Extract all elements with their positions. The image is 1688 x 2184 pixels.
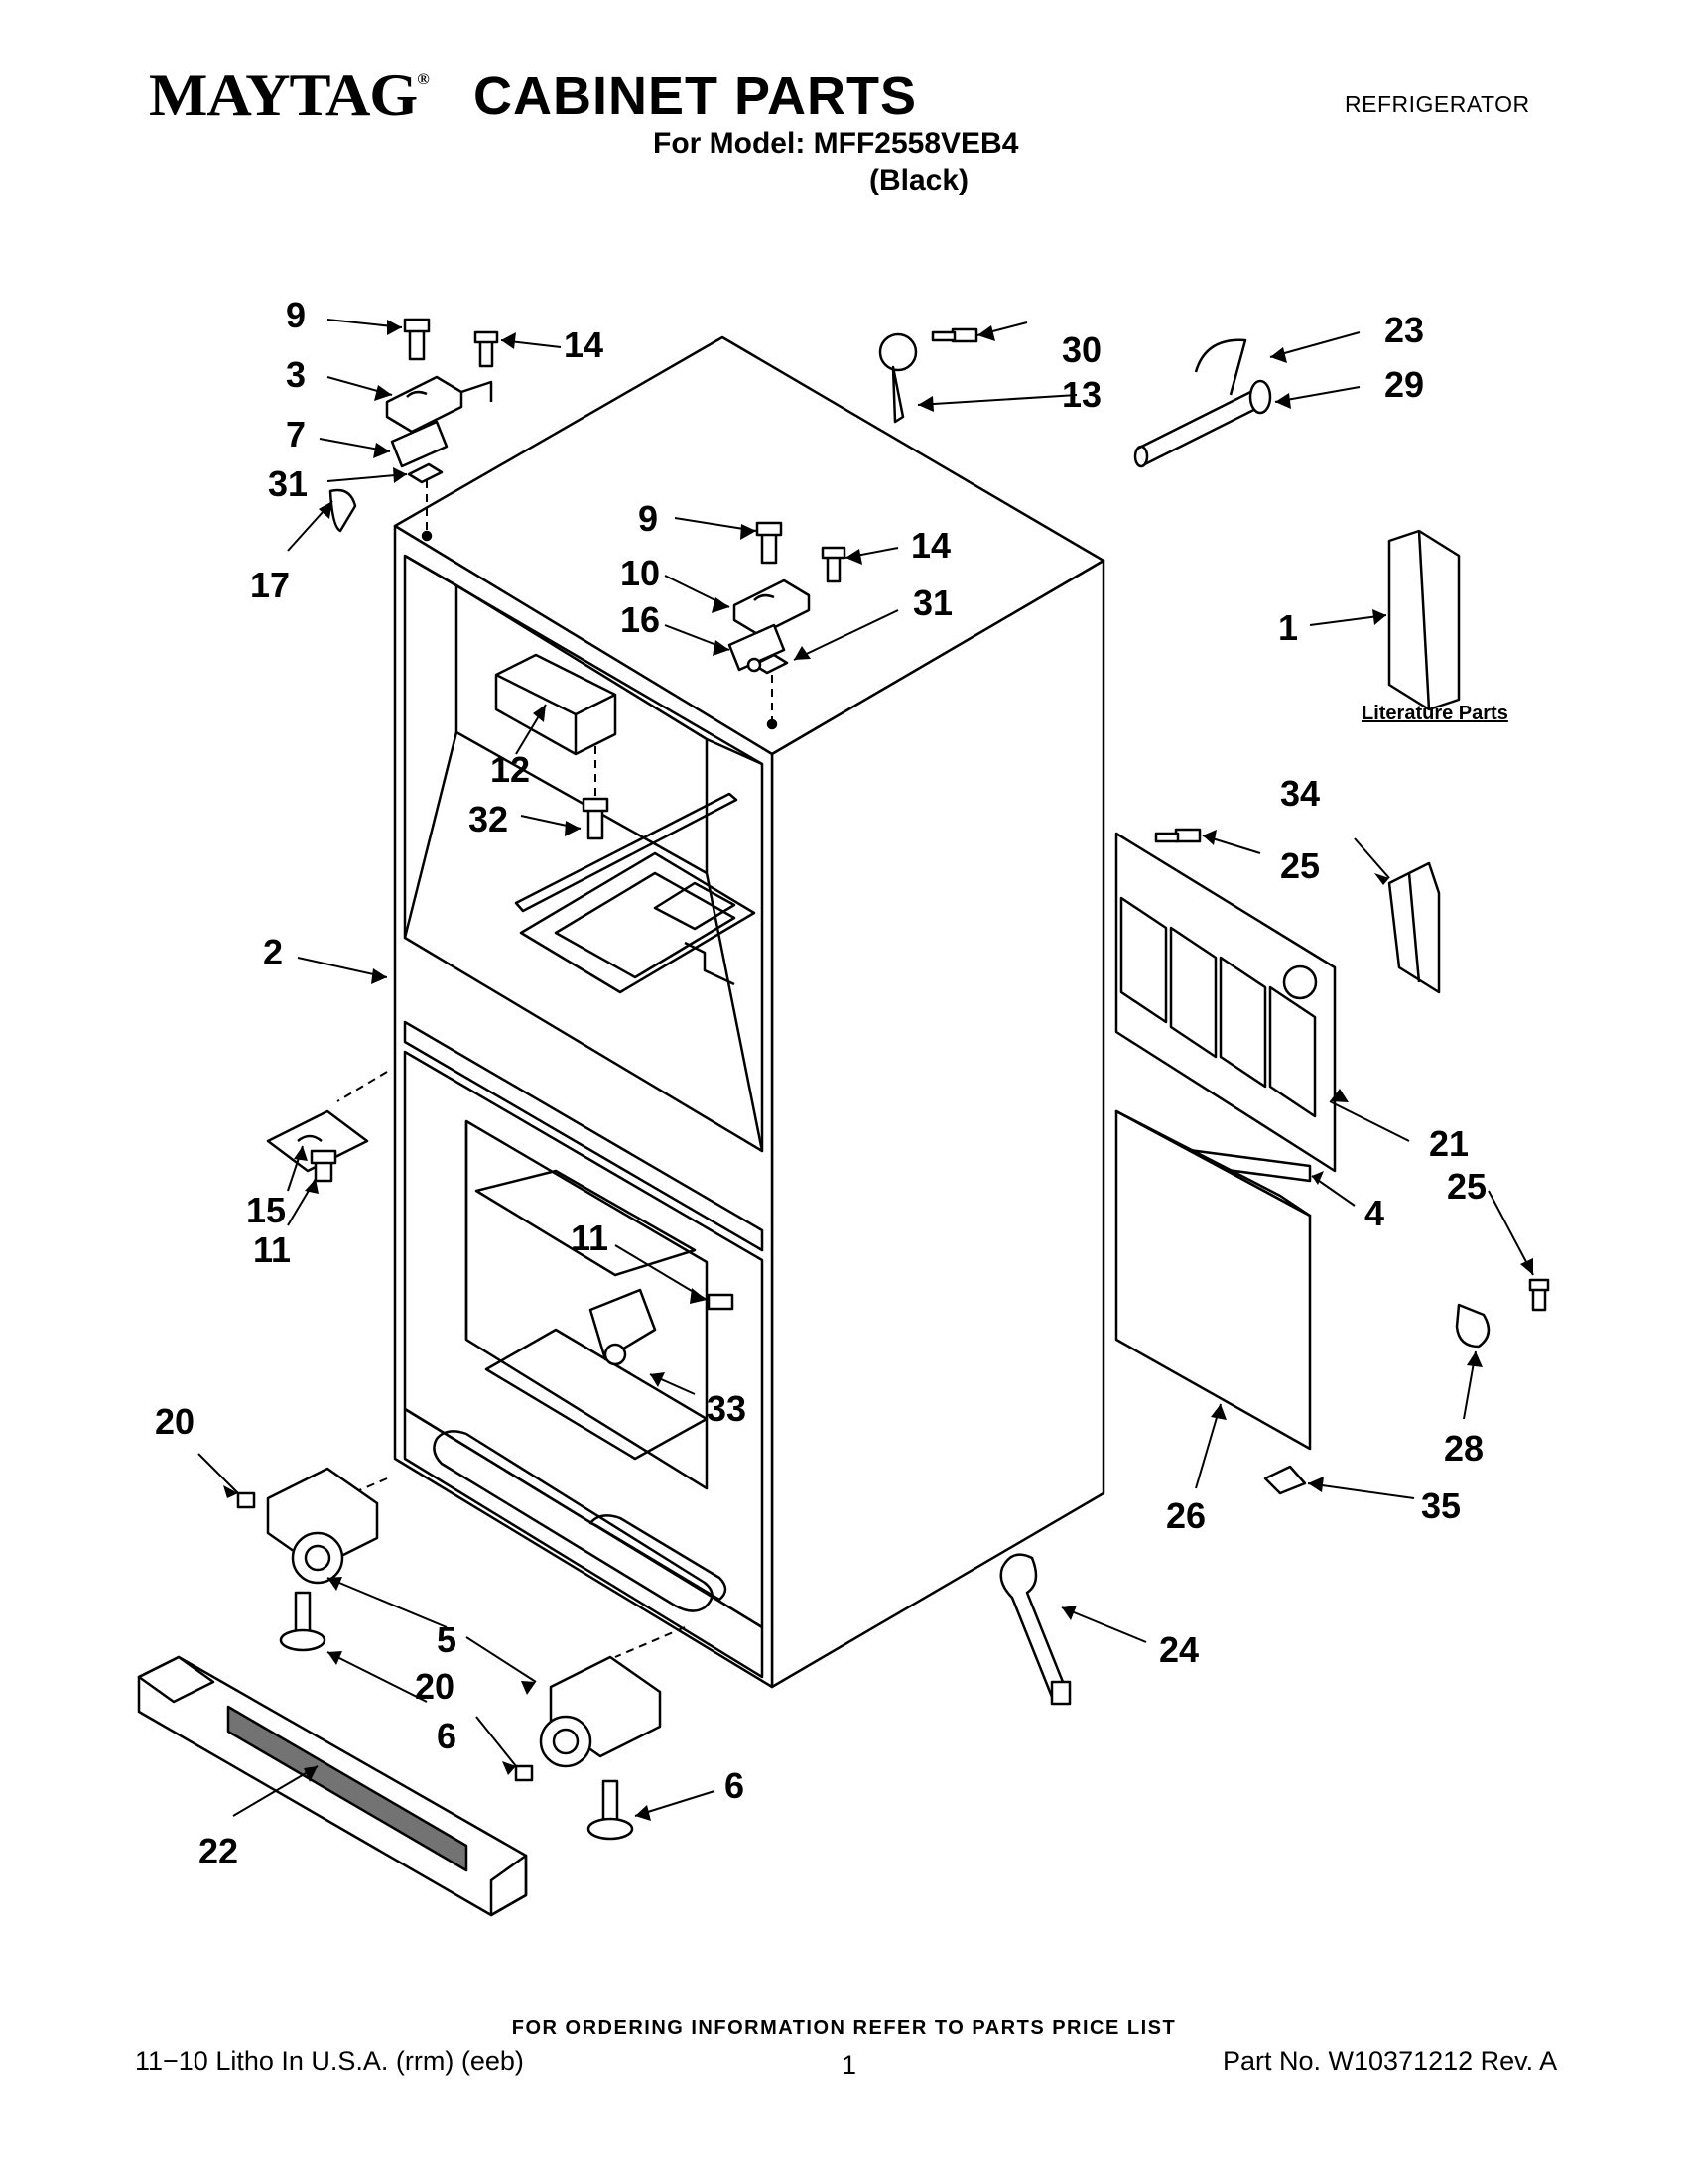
page-title: CABINET PARTS [472,66,917,126]
callout-32: 32 [468,799,508,839]
callout-4: 4 [1364,1193,1384,1233]
callout-30: 30 [1062,329,1102,370]
callout-13: 13 [1062,374,1102,415]
callout-11: 11 [571,1218,608,1258]
registered-mark: ® [417,71,430,88]
litho-line: 11−10 Litho In U.S.A. (rrm) (eeb) [135,2046,524,2076]
callout-17: 17 [250,565,290,605]
callout-3: 3 [286,354,306,395]
color-line: (Black) [869,164,970,196]
callout-28: 28 [1444,1428,1484,1469]
callout-22: 22 [198,1831,238,1871]
part-22-base-grille [137,1655,528,1917]
callout-16: 16 [620,599,660,640]
brand-logo: MAYTAG® [149,62,430,130]
brand-name: MAYTAG [149,63,418,128]
callout-7: 7 [286,414,306,454]
callout-14: 14 [564,324,603,365]
callout-1: 1 [1278,607,1298,648]
callout-24: 24 [1159,1629,1199,1670]
part-25-screws [1154,828,1550,1312]
callout-25: 25 [1280,845,1320,886]
callout-31: 31 [268,463,308,504]
callout-23: 23 [1384,310,1424,350]
callout-20: 20 [155,1401,195,1442]
callout-10: 10 [620,553,660,593]
right-roller-assembly [514,1655,662,1841]
appliance-category: REFRIGERATOR [1345,91,1530,117]
callout-5: 5 [437,1619,456,1660]
callout-25: 25 [1447,1166,1487,1207]
part-number: Part No. W10371212 Rev. A [1223,2046,1558,2076]
callout-11: 11 [253,1229,291,1270]
cabinet-shell [317,335,1105,1689]
ordering-note: FOR ORDERING INFORMATION REFER TO PARTS … [511,2017,1177,2039]
parts-30-13-top-hinge [878,327,978,424]
callout-12: 12 [490,749,530,790]
callout-21: 21 [1429,1123,1469,1164]
part-34-bracket [1387,861,1441,994]
callout-20: 20 [415,1666,454,1707]
callout-26: 26 [1166,1495,1206,1536]
arrow-heads [223,320,1533,1821]
callout-9: 9 [286,295,306,335]
parts-23-29-water-tube [1133,338,1272,468]
part-15-hinge-bracket [266,1109,369,1183]
callout-33: 33 [707,1388,746,1429]
part-1-literature [1387,529,1461,711]
callout-34: 34 [1280,773,1320,814]
callout-2: 2 [263,932,283,972]
part-32-screw [582,797,609,840]
top-left-hinge-assembly [328,318,499,533]
callout-9: 9 [638,498,658,539]
callout-6: 6 [437,1716,456,1756]
part-26-panel [1114,1109,1312,1451]
part-21-grille [1114,832,1337,1173]
callout-labels: 9 14 3 7 31 17 30 13 23 29 9 14 10 16 31… [155,295,1508,1871]
top-center-hinge-assembly [727,521,846,675]
callout-6: 6 [724,1765,744,1806]
left-roller-assembly [236,1467,379,1652]
callout-31: 31 [913,582,953,623]
page-number: 1 [842,2050,857,2080]
part-24-wrench [999,1553,1072,1706]
part-12-bracket [494,653,617,756]
part-11-33-freezer-hinge [588,1288,734,1366]
part-35-clip [1263,1465,1307,1495]
model-line: For Model: MFF2558VEB4 [653,127,1019,160]
callout-15: 15 [246,1190,286,1230]
callout-14: 14 [911,525,951,566]
callout-35: 35 [1421,1485,1461,1526]
part-28-clamp [1455,1303,1491,1349]
literature-parts-label: Literature Parts [1362,703,1508,724]
callout-29: 29 [1384,364,1424,405]
